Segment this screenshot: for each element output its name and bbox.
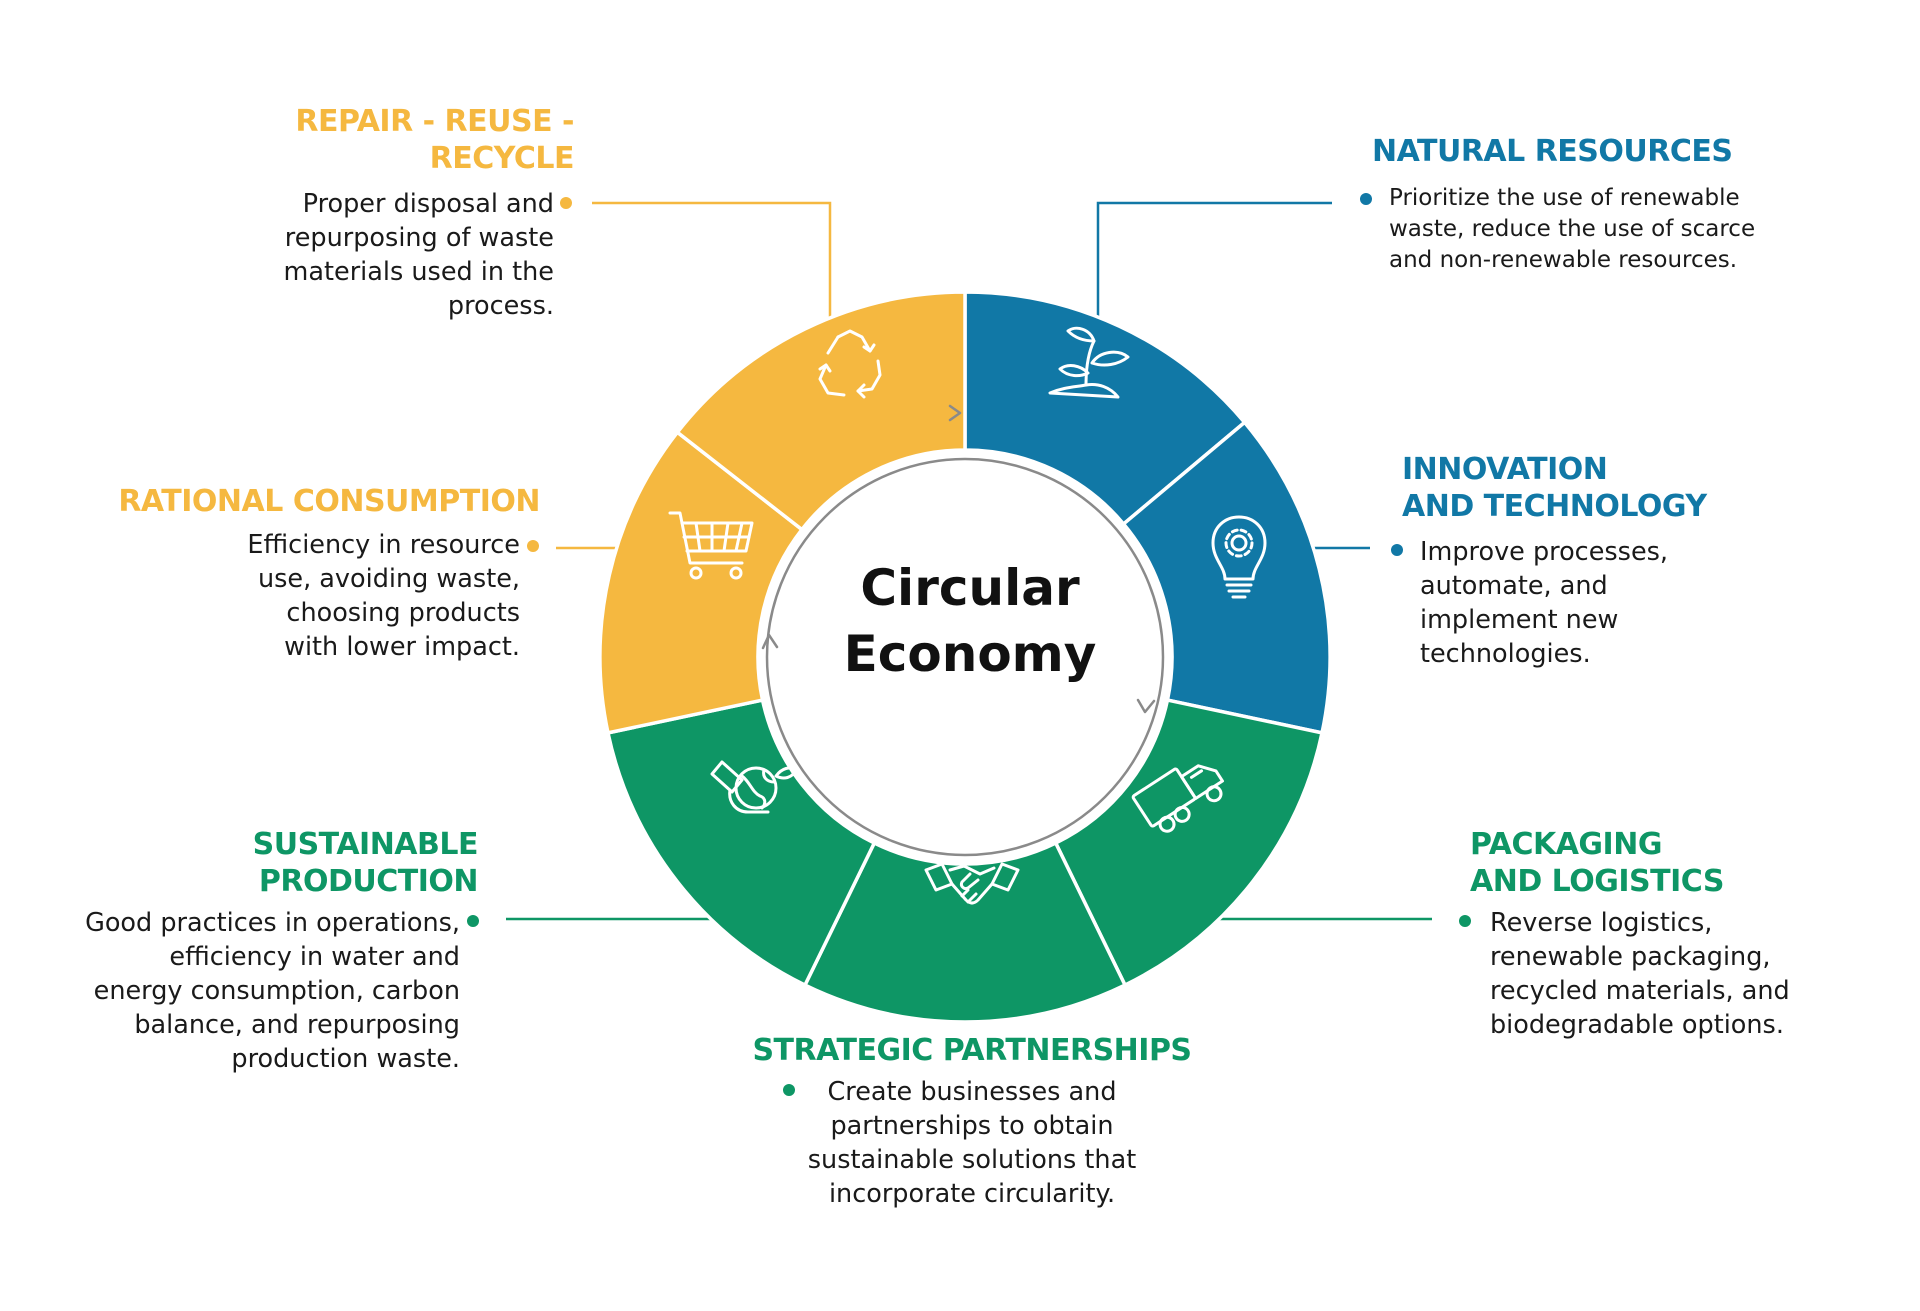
production-title: SUSTAINABLE PRODUCTION <box>252 826 479 900</box>
repair-description: Proper disposal and repurposing of waste… <box>284 187 554 323</box>
consumption-desc-line: with lower impact. <box>284 632 520 662</box>
consumption-desc-line: use, avoiding waste, <box>257 564 520 594</box>
natural-description: Prioritize the use of renewable waste, r… <box>1389 183 1755 276</box>
natural-title: NATURAL RESOURCES <box>1372 133 1733 170</box>
packaging-title: PACKAGING AND LOGISTICS <box>1470 826 1724 900</box>
connector-natural <box>1096 201 1332 318</box>
cycle-arrows <box>761 404 1156 714</box>
innovation-desc-line: technologies. <box>1420 639 1591 669</box>
shopping-cart-icon <box>668 511 754 580</box>
consumption-description: Efficiency in resource use, avoiding was… <box>247 528 520 664</box>
bullet-dot-repair <box>560 197 572 209</box>
partnerships-title: STRATEGIC PARTNERSHIPS <box>732 1032 1212 1069</box>
production-desc-line: Good practices in operations, <box>85 908 460 938</box>
connector-repair <box>592 201 832 318</box>
cycle-arrow-top <box>948 404 962 422</box>
inner-cycle-ring <box>765 457 1165 857</box>
bullet-dot-packaging <box>1459 915 1471 927</box>
cycle-arrow-right <box>1136 698 1156 714</box>
packaging-title-line: PACKAGING <box>1470 827 1662 862</box>
partnerships-description: Create businesses and partnerships to ob… <box>772 1075 1172 1211</box>
consumption-title-line: RATIONAL CONSUMPTION <box>118 484 540 519</box>
partnerships-desc-line: incorporate circularity. <box>828 1179 1116 1209</box>
production-description: Good practices in operations, efficiency… <box>85 906 460 1076</box>
natural-desc-line: Prioritize the use of renewable <box>1389 185 1740 211</box>
production-desc-line: efficiency in water and <box>169 942 460 972</box>
innovation-desc-line: implement new <box>1420 605 1619 635</box>
packaging-desc-line: Reverse logistics, <box>1490 908 1713 938</box>
center-title-line2: Economy <box>843 625 1097 683</box>
bullet-dot-production <box>467 915 479 927</box>
repair-title-line: RECYCLE <box>429 141 575 176</box>
production-desc-line: energy consumption, carbon <box>93 976 460 1006</box>
production-desc-line: production waste. <box>231 1044 460 1074</box>
center-title-line1: Circular <box>860 559 1080 617</box>
innovation-title-line: INNOVATION <box>1402 452 1608 487</box>
repair-title: REPAIR - REUSE - RECYCLE <box>295 103 574 177</box>
bullet-dot-natural <box>1360 193 1372 205</box>
partnerships-desc-line: sustainable solutions that <box>807 1145 1137 1175</box>
consumption-desc-line: Efficiency in resource <box>247 530 520 560</box>
repair-title-line: REPAIR - REUSE - <box>295 104 574 139</box>
packaging-desc-line: biodegradable options. <box>1490 1010 1784 1040</box>
bullet-dot-consumption <box>527 540 539 552</box>
natural-title-line: NATURAL RESOURCES <box>1372 134 1733 169</box>
consumption-desc-line: choosing products <box>286 598 520 628</box>
production-title-line: PRODUCTION <box>258 864 479 899</box>
production-title-line: SUSTAINABLE <box>252 827 479 862</box>
center-title: Circular Economy <box>790 555 1150 687</box>
bullet-dots <box>467 193 1471 1096</box>
innovation-desc-line: automate, and <box>1420 571 1608 601</box>
repair-desc-line: process. <box>447 291 554 321</box>
innovation-description: Improve processes, automate, and impleme… <box>1420 535 1668 671</box>
sprout-icon <box>1048 326 1130 399</box>
bullet-dot-partnerships <box>783 1084 795 1096</box>
innovation-title-line: AND TECHNOLOGY <box>1402 489 1707 524</box>
partnerships-desc-line: Create businesses and <box>827 1077 1117 1107</box>
natural-desc-line: waste, reduce the use of scarce <box>1389 216 1756 242</box>
packaging-title-line: AND LOGISTICS <box>1470 864 1724 899</box>
packaging-description: Reverse logistics, renewable packaging, … <box>1490 906 1790 1042</box>
partnerships-desc-line: partnerships to obtain <box>830 1111 1114 1141</box>
repair-desc-line: Proper disposal and <box>302 189 554 219</box>
bullet-dot-innovation <box>1391 544 1403 556</box>
hand-globe-icon <box>710 760 798 814</box>
inner-circle <box>758 450 1172 864</box>
recycle-icon <box>818 329 882 399</box>
natural-desc-line: and non-renewable resources. <box>1389 247 1738 273</box>
production-desc-line: balance, and repurposing <box>134 1010 460 1040</box>
partnerships-title-line: STRATEGIC PARTNERSHIPS <box>752 1033 1192 1068</box>
truck-icon <box>1131 764 1224 833</box>
handshake-icon <box>924 862 1020 905</box>
packaging-desc-line: renewable packaging, <box>1490 942 1771 972</box>
innovation-title: INNOVATION AND TECHNOLOGY <box>1402 451 1707 525</box>
lightbulb-gear-icon <box>1211 515 1267 599</box>
consumption-title: RATIONAL CONSUMPTION <box>118 483 540 520</box>
cycle-arrow-left <box>761 633 779 650</box>
innovation-desc-line: Improve processes, <box>1420 537 1669 567</box>
repair-desc-line: materials used in the <box>283 257 554 287</box>
repair-desc-line: repurposing of waste <box>284 223 554 253</box>
packaging-desc-line: recycled materials, and <box>1490 976 1790 1006</box>
